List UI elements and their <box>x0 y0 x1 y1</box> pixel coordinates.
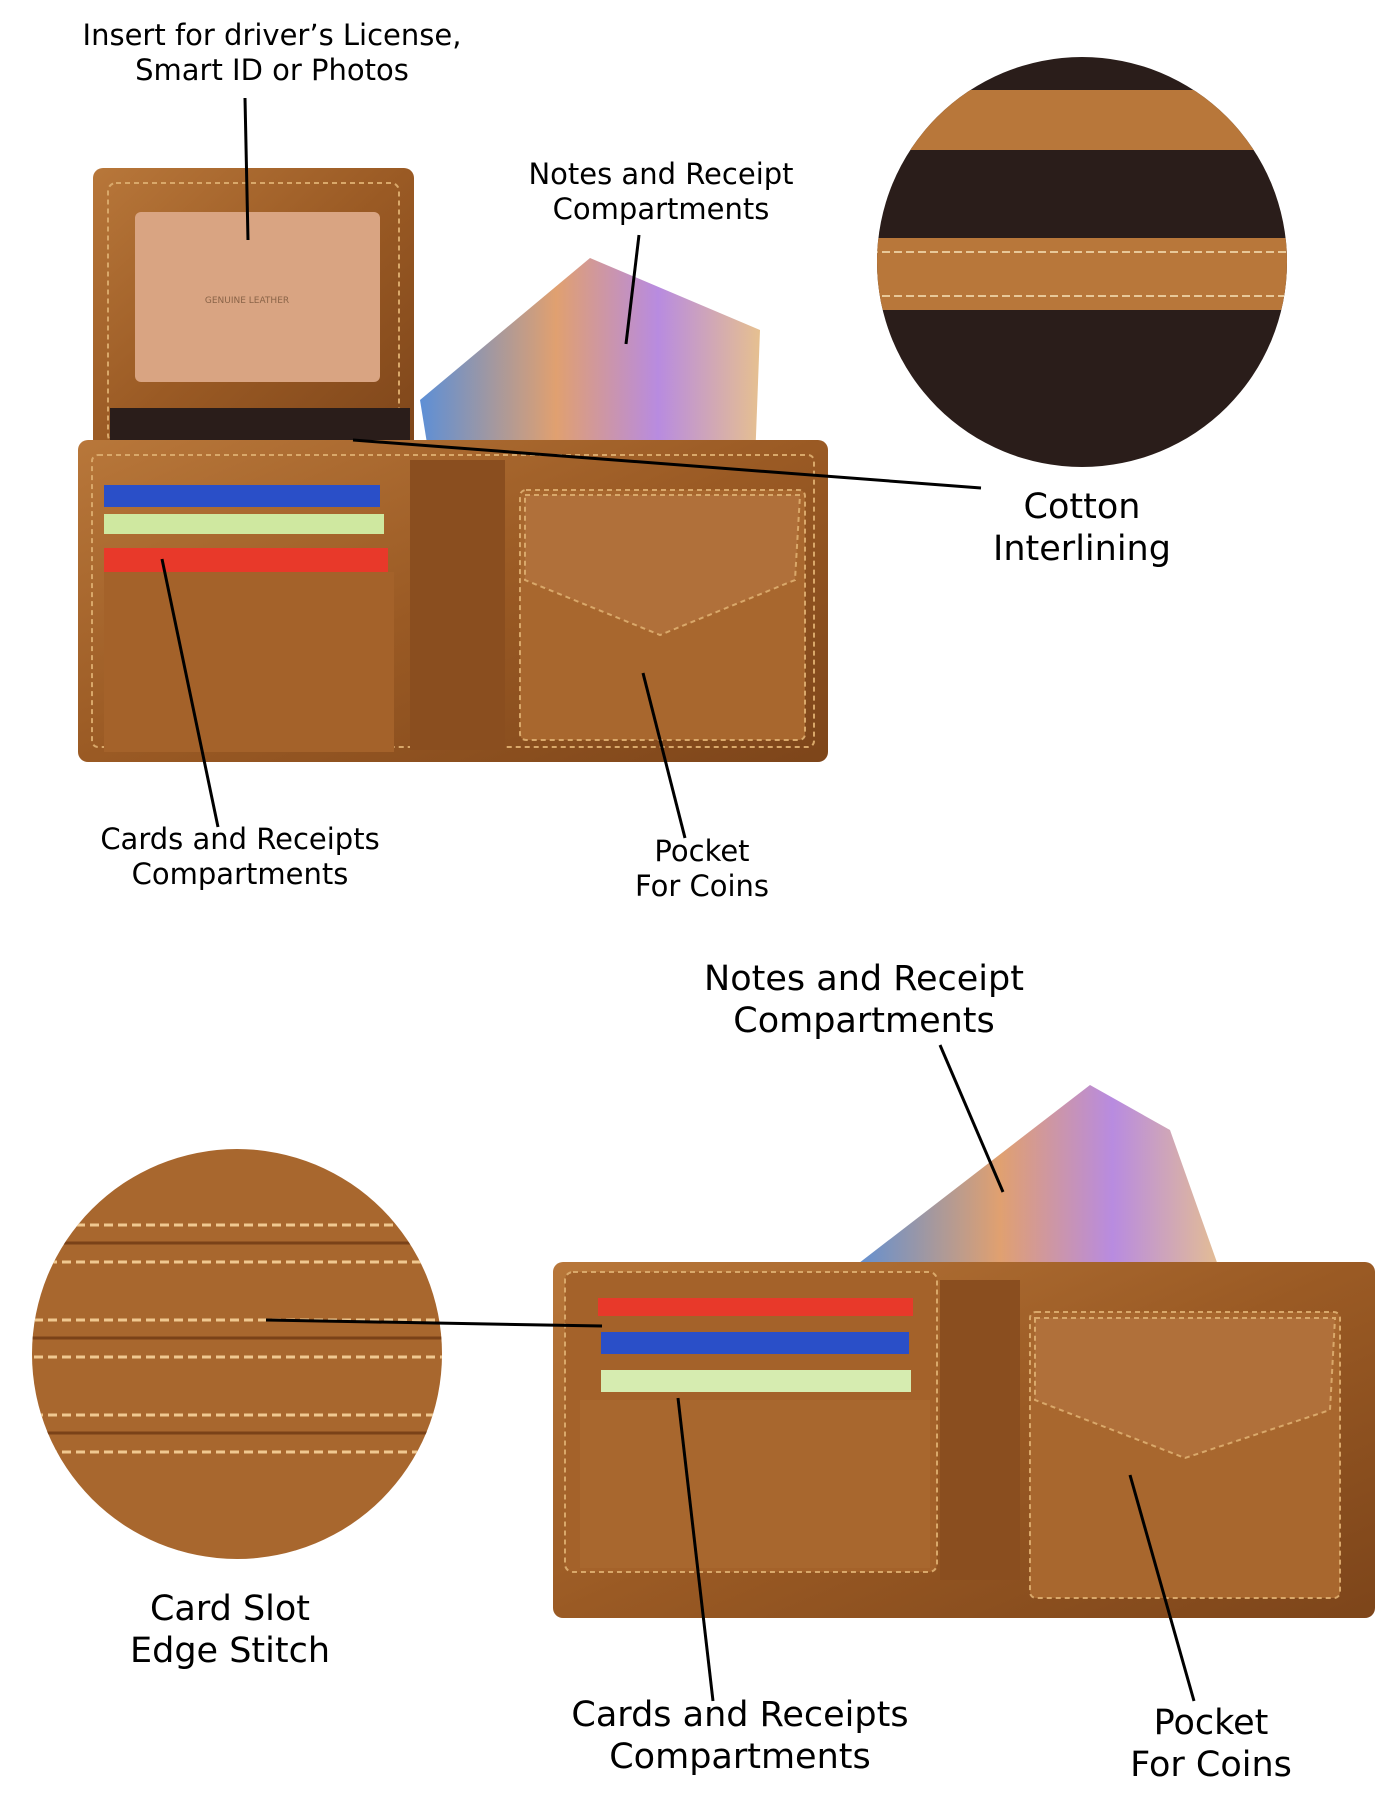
leader-lines <box>160 97 1196 1702</box>
leader-cards-bottom <box>676 1397 715 1702</box>
label-line: Cards and Receipts <box>100 822 380 856</box>
label-line: Compartments <box>131 856 349 891</box>
label-edge-stitch: Card Slot Edge Stitch <box>130 1588 330 1672</box>
label-line: Interlining <box>993 529 1171 569</box>
edge-stitch-closeup <box>32 1149 442 1559</box>
coin-flap <box>524 494 802 637</box>
card-green <box>601 1370 911 1392</box>
label-line: Cotton <box>1023 487 1141 527</box>
leader-notes-bottom <box>938 1044 1005 1193</box>
label-line: Smart ID or Photos <box>135 52 409 87</box>
spine <box>410 460 505 750</box>
label-line: Edge Stitch <box>129 1631 331 1671</box>
label-line: Insert for driver’s License, <box>82 18 462 52</box>
label-cards-top: Cards and Receipts Compartments <box>100 822 379 892</box>
label-pocket-bottom: Pocket For Coins <box>1130 1702 1292 1786</box>
top-wallet-photo: GENUINE LEATHER <box>78 168 828 762</box>
leader-notes-top <box>624 234 641 345</box>
label-line: For Coins <box>1130 1745 1292 1785</box>
label-line: Cards and Receipts <box>571 1695 909 1735</box>
label-line: Compartments <box>552 191 770 226</box>
card-blue <box>104 485 380 507</box>
label-line: For Coins <box>634 868 770 903</box>
label-pocket-top: Pocket For Coins <box>635 834 769 904</box>
leader-pocket-bottom <box>1128 1474 1196 1702</box>
label-id-insert: Insert for driver’s License, Smart ID or… <box>83 18 462 88</box>
leader-cotton <box>352 438 982 490</box>
label-line: Compartments <box>609 1737 871 1777</box>
label-line: Notes and Receipt <box>704 959 1024 999</box>
leader-cards-top <box>160 558 220 828</box>
leader-insert <box>243 97 250 241</box>
card-blue <box>601 1332 909 1354</box>
label-line: Card Slot <box>149 1589 311 1629</box>
id-window <box>135 212 380 382</box>
leader-stitch <box>265 1318 603 1328</box>
banknotes <box>850 1085 1225 1285</box>
label-cotton-interlining: Cotton Interlining <box>993 486 1171 570</box>
banknotes <box>420 258 760 462</box>
label-line: Pocket <box>654 834 750 868</box>
cotton-interlining-closeup <box>877 57 1287 467</box>
spine <box>940 1280 1020 1580</box>
label-notes-top: Notes and Receipt Compartments <box>528 157 793 227</box>
label-line: Notes and Receipt <box>528 157 794 191</box>
card-green <box>104 514 384 534</box>
leader-pocket-top <box>641 672 687 839</box>
label-line: Pocket <box>1153 1703 1269 1743</box>
label-cards-bottom: Cards and Receipts Compartments <box>571 1694 908 1778</box>
card-red <box>104 548 388 572</box>
label-notes-bottom: Notes and Receipt Compartments <box>704 958 1024 1042</box>
card-red <box>598 1298 913 1316</box>
coin-flap <box>1034 1317 1337 1460</box>
bottom-wallet-photo <box>553 1085 1375 1618</box>
label-line: Compartments <box>733 1001 995 1041</box>
lid-imprint: GENUINE LEATHER <box>205 296 289 306</box>
